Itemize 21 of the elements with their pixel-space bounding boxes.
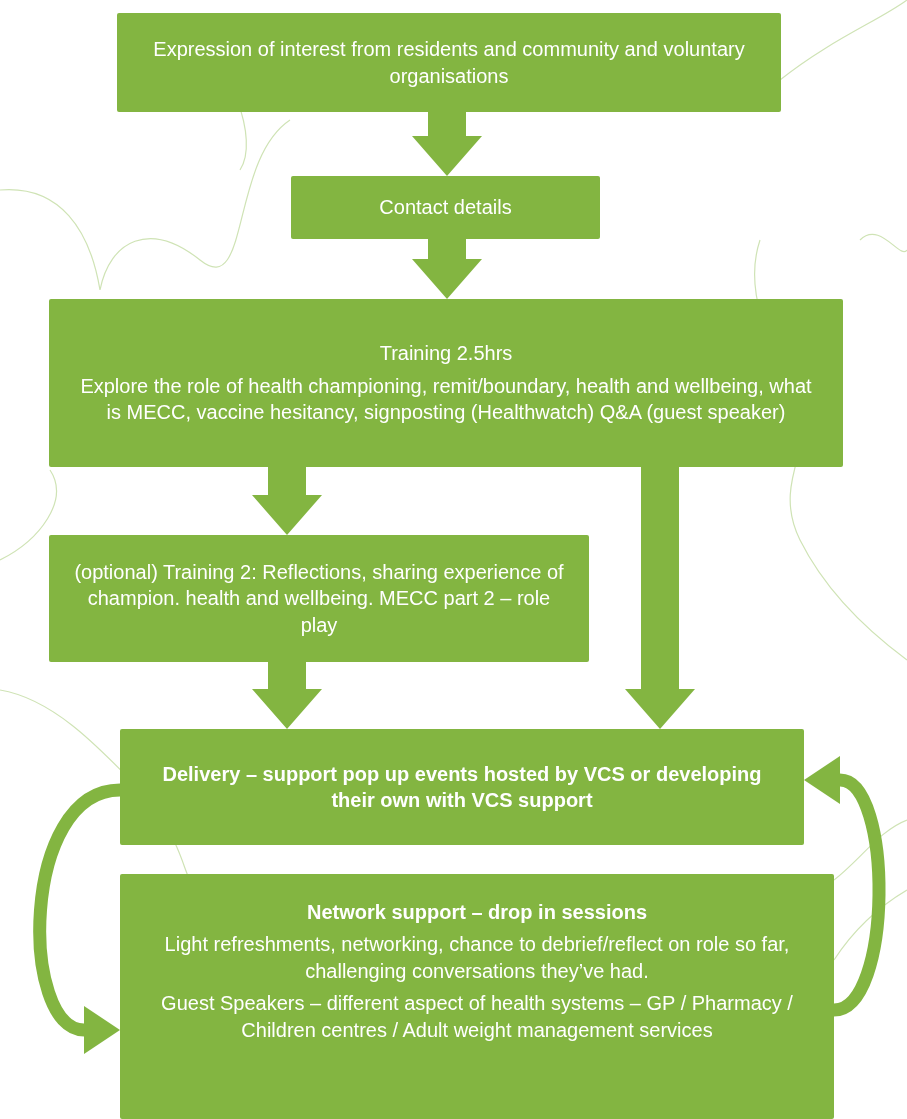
box-text: Delivery – support pop up events hosted by VCS or developing their own with VCS support [161, 761, 763, 813]
process-box [49, 535, 589, 662]
process-box [120, 874, 834, 1119]
box-text: Guest Speakers – different aspect of health systems – GP / Pharmacy / Children centres / Adult weight management services [160, 991, 794, 1043]
arrow [33, 783, 122, 1053]
box-text: Expression of interest from residents and community and voluntary organisations [152, 37, 746, 89]
box-heading: Network support – drop in sessions [306, 900, 648, 925]
arrow [625, 467, 695, 729]
arrow [252, 662, 322, 729]
process-box [291, 176, 600, 239]
arrow [412, 112, 482, 176]
process-box [117, 13, 781, 112]
box-text: Explore the role of health championing, remit/boundary, health and wellbeing, what is MECC, vaccine hesitancy, signposting (Healthwatch) Q&A (guest speaker) [79, 373, 813, 426]
process-box [120, 729, 804, 845]
box-heading: Training 2.5hrs [379, 341, 513, 367]
process-box [49, 299, 843, 467]
box-text: Contact details [379, 195, 512, 221]
box-text: Light refreshments, networking, chance to debrief/reflect on role so far, challenging conversations they’ve had. [163, 932, 791, 984]
arrow [252, 467, 322, 535]
arrow [412, 239, 482, 299]
box-text: (optional) Training 2: Reflections, sharing experience of champion. health and wellbeing. MECC part 2 – role play [73, 559, 565, 638]
